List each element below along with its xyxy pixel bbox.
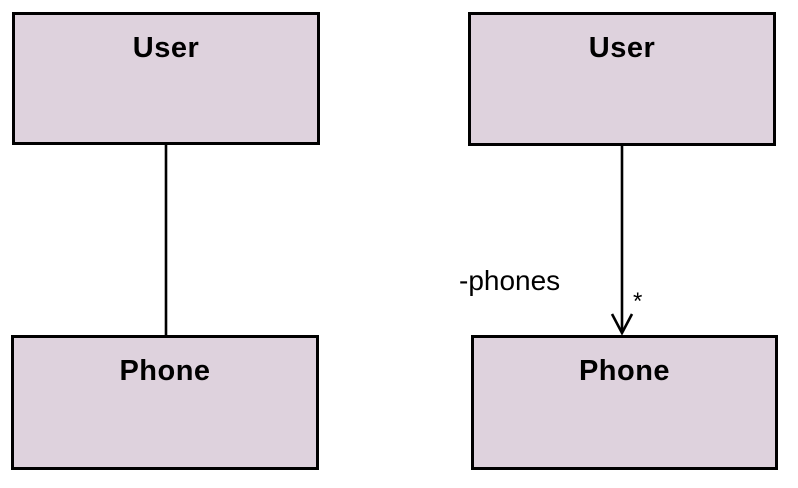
class-box-phone-left: Phone xyxy=(11,335,319,470)
class-name-label: User xyxy=(588,32,656,64)
edge-multiplicity-label: * xyxy=(633,288,643,315)
edge-role-label: -phones xyxy=(459,265,561,296)
class-name-label: Phone xyxy=(119,355,211,387)
class-name-label: User xyxy=(132,32,200,64)
arrowhead-icon xyxy=(610,313,634,336)
class-name-label: Phone xyxy=(578,355,671,387)
directed-association-arrow xyxy=(610,146,634,336)
class-box-user-right: User xyxy=(468,12,776,146)
class-box-user-left: User xyxy=(12,12,320,145)
class-box-phone-right: Phone xyxy=(471,335,778,470)
